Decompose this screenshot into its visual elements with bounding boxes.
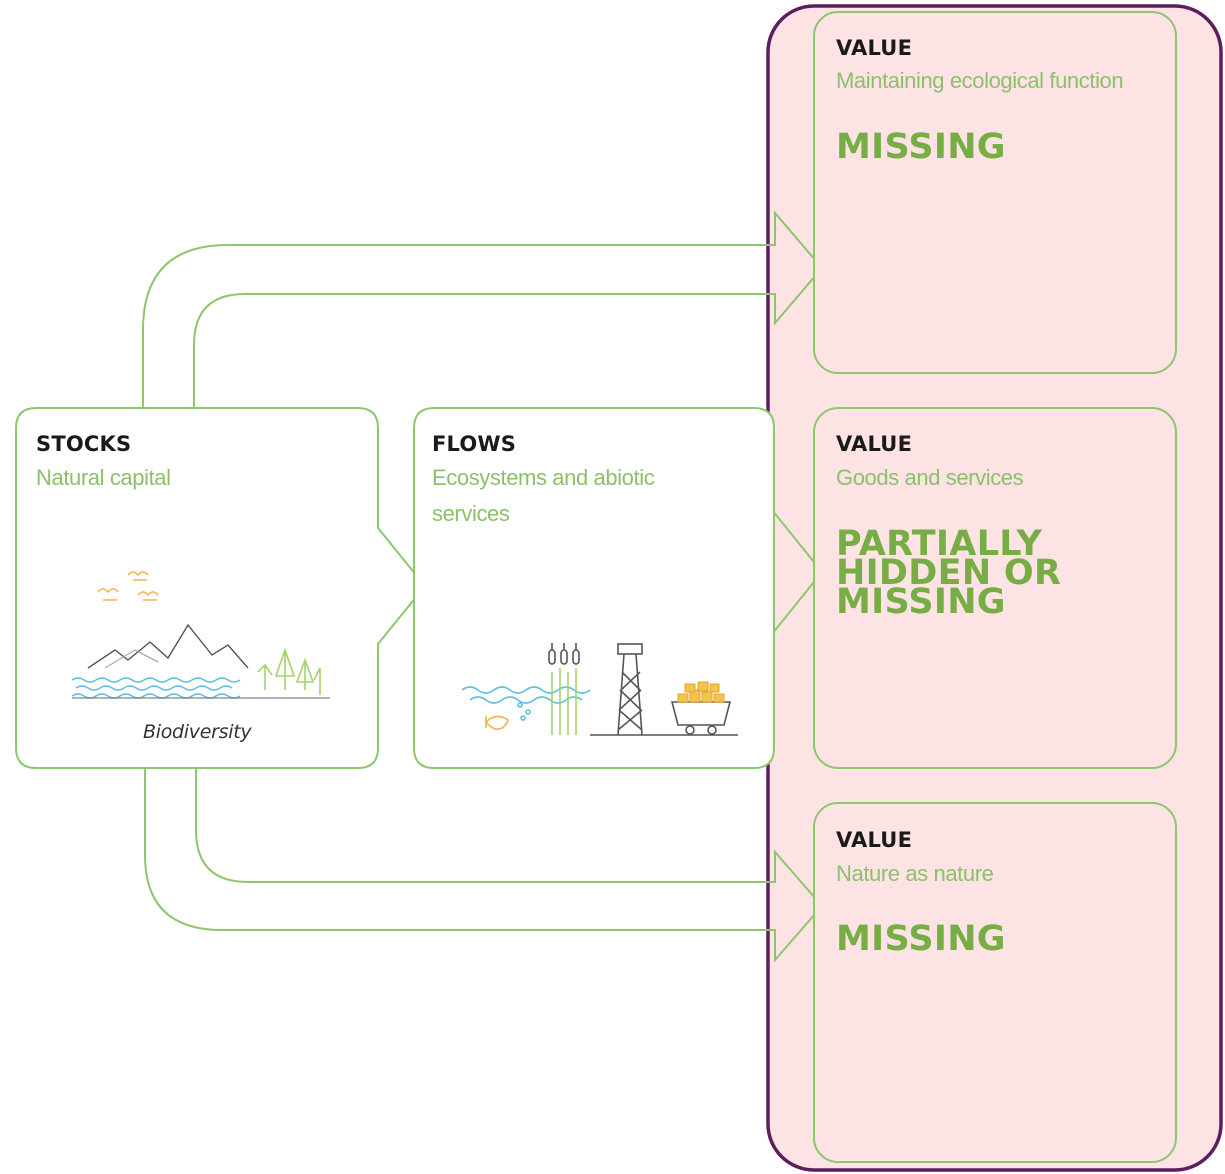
stocks-box (15, 407, 427, 769)
value-heading-nature-as-nature: VALUE (836, 828, 913, 852)
value-heading-goods-and-services: VALUE (836, 432, 913, 456)
value-subtitle-goods-and-services: Goods and services (836, 465, 1024, 490)
stocks-heading: STOCKS (36, 432, 132, 456)
value-status-goods-and-services: PARTIALLY HIDDEN OR MISSING (836, 524, 1062, 622)
value-subtitle-ecological-function: Maintaining ecological function (836, 68, 1124, 93)
flows-subtitle: Ecosystems and abiotic services (432, 465, 655, 526)
value-box-nature-as-nature (813, 802, 1177, 1163)
value-status-ecological-function: MISSING (836, 127, 1006, 167)
stocks-caption: Biodiversity (143, 721, 252, 743)
stocks-subtitle: Natural capital (36, 465, 171, 490)
flows-box (413, 407, 775, 769)
value-heading-ecological-function: VALUE (836, 36, 913, 60)
arrow-stocks-to-nature-as-nature (144, 768, 824, 963)
arrow-stocks-to-ecological-function (142, 210, 824, 408)
flows-heading: FLOWS (432, 432, 517, 456)
biodiversity-landscape-icon (71, 571, 330, 699)
value-box-goods-and-services (813, 407, 1177, 769)
ecosystem-services-icon (461, 643, 738, 736)
value-box-ecological-function (813, 11, 1177, 374)
value-subtitle-nature-as-nature: Nature as nature (836, 861, 994, 886)
value-status-nature-as-nature: MISSING (836, 919, 1006, 959)
